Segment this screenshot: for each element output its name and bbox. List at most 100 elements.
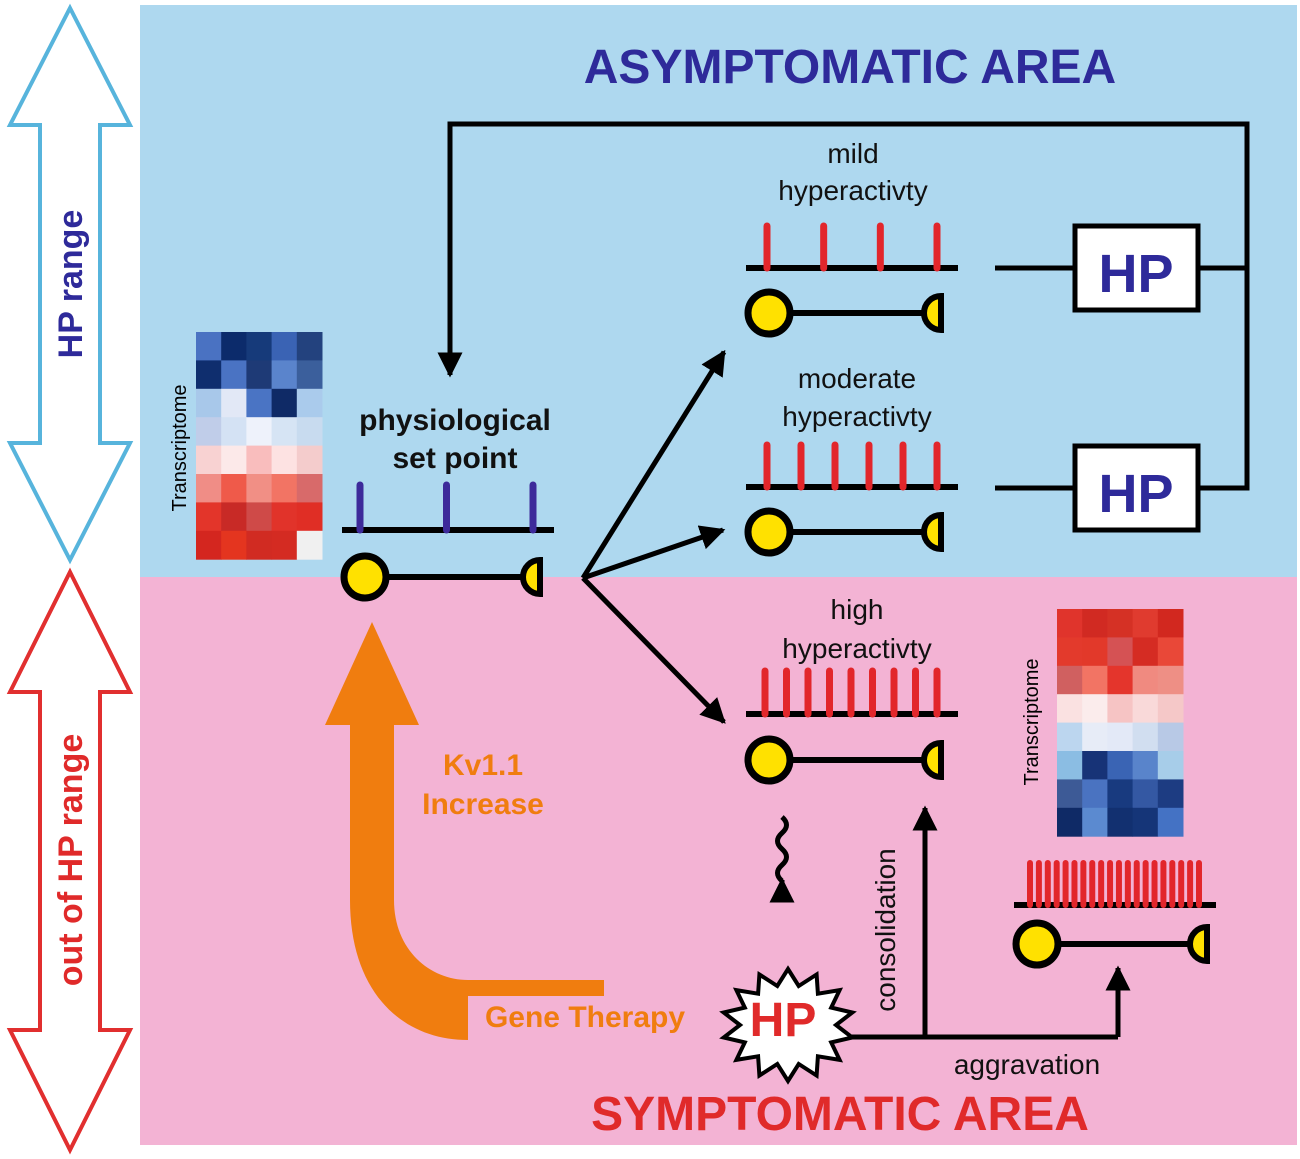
transcriptome-healthy-cell xyxy=(246,360,273,390)
gene-therapy-label: Gene Therapy xyxy=(485,1001,685,1034)
divergence-arrows xyxy=(580,349,727,724)
transcriptome-healthy-cell xyxy=(271,502,298,532)
transcriptome-healthy-cell xyxy=(271,530,298,560)
transcriptome-healthy-cell xyxy=(296,332,323,361)
consolidation-label: consolidation xyxy=(870,848,901,1011)
hp-feedback-loop xyxy=(437,121,1250,491)
moderate-hyperactivity-label: moderate xyxy=(798,363,916,394)
mild-hyperactivity-label: mild xyxy=(827,138,878,169)
arrow-to-high xyxy=(581,576,726,724)
transcriptome-healthy-cell xyxy=(196,445,222,475)
high-hyperactivity-label: high xyxy=(831,594,884,625)
transcriptome-healthy-cell xyxy=(221,530,247,560)
soma xyxy=(744,288,794,338)
transcriptome-heatmap-healthy xyxy=(196,332,323,560)
transcriptome-healthy-cell xyxy=(271,388,298,418)
neuron-high-hyperactivity xyxy=(744,667,958,785)
transcriptome-disease-cell xyxy=(1082,722,1108,752)
transcriptome-healthy-cell xyxy=(271,332,298,361)
squiggle-arrow xyxy=(769,815,795,903)
transcriptome-healthy-cell xyxy=(271,445,298,475)
soma xyxy=(1012,919,1062,969)
hp-box-moderate-label: HP xyxy=(1098,464,1173,524)
transcriptome-healthy-cell xyxy=(246,474,273,503)
mild-hyperactivity-label-line2: hyperactivty xyxy=(778,175,927,206)
kv11-increase-label: Kv1.1 xyxy=(443,749,523,782)
transcriptome-disease-cell xyxy=(1132,722,1159,752)
high-hyperactivity-label-line2: hyperactivty xyxy=(782,633,931,664)
hp-box-moderate xyxy=(1072,443,1201,533)
transcriptome-healthy-cell xyxy=(296,417,323,447)
kv11-increase-label-line2: Increase xyxy=(422,788,544,821)
transcriptome-disease-cell xyxy=(1132,779,1159,809)
transcriptome-healthy-cell xyxy=(246,332,273,361)
symptomatic-area-title: SYMPTOMATIC AREA xyxy=(591,1088,1089,1141)
soma xyxy=(744,735,794,785)
soma xyxy=(744,507,794,557)
transcriptome-disease-cell xyxy=(1082,609,1108,638)
transcriptome-healthy-cell xyxy=(271,474,298,503)
gene-therapy-arrow xyxy=(325,622,604,1040)
transcriptome-disease-cell xyxy=(1082,694,1108,724)
transcriptome-healthy-cell xyxy=(246,388,273,418)
transcriptome-disease-cell xyxy=(1157,807,1184,837)
asymptomatic-area-title: ASYMPTOMATIC AREA xyxy=(584,41,1116,94)
transcriptome-healthy-cell xyxy=(221,388,247,418)
transcriptome-healthy-cell xyxy=(296,530,323,560)
axon-terminal xyxy=(1187,923,1210,965)
transcriptome-healthy-cell xyxy=(196,474,222,503)
transcriptome-disease-cell xyxy=(1057,751,1083,780)
transcriptome-disease-cell xyxy=(1057,807,1083,837)
hp-box-mild xyxy=(1072,223,1201,313)
transcriptome-disease-cell xyxy=(1132,694,1159,724)
physiological-set-point-label-line2: set point xyxy=(393,442,518,475)
transcriptome-disease-cell xyxy=(1157,694,1184,724)
transcriptome-healthy-cell xyxy=(196,388,222,418)
transcriptome-healthy-cell xyxy=(196,332,222,361)
transcriptome-disease-cell xyxy=(1157,751,1184,780)
transcriptome-disease-cell xyxy=(1132,751,1159,780)
neuron-mild-hyperactivity xyxy=(744,222,958,338)
transcriptome-disease-cell xyxy=(1132,665,1159,695)
transcriptome-healthy-cell xyxy=(221,474,247,503)
transcriptome-disease-cell xyxy=(1082,637,1108,667)
transcriptome-disease-cell xyxy=(1057,722,1083,752)
transcriptome-heatmap-disease xyxy=(1057,609,1184,837)
transcriptome-healthy-cell xyxy=(296,474,323,503)
transcriptome-healthy-cell xyxy=(246,417,273,447)
transcriptome-disease-cell xyxy=(1082,751,1108,780)
out-of-hp-range-label: out of HP range xyxy=(52,734,90,987)
transcriptome-healthy-cell xyxy=(296,502,323,532)
transcriptome-disease-cell xyxy=(1157,779,1184,809)
neuron-aggravated-hyperactivity xyxy=(1012,860,1216,969)
axon-terminal xyxy=(520,556,543,598)
transcriptome-healthy-cell xyxy=(296,388,323,418)
gene-therapy-label-bg xyxy=(468,996,700,1040)
transcriptome-disease-cell xyxy=(1157,665,1184,695)
transcriptome-disease-cell xyxy=(1157,637,1184,667)
transcriptome-disease-cell xyxy=(1082,779,1108,809)
transcriptome-disease-cell xyxy=(1107,779,1134,809)
physiological-set-point-label: physiological xyxy=(359,404,551,437)
transcriptome-healthy-cell xyxy=(196,502,222,532)
neuron-moderate-hyperactivity xyxy=(744,441,958,557)
transcriptome-healthy-cell xyxy=(196,417,222,447)
transcriptome-healthy-cell xyxy=(296,445,323,475)
hp-range-label: HP range xyxy=(52,210,90,359)
axon-terminal xyxy=(921,511,944,553)
transcriptome-disease-cell xyxy=(1132,637,1159,667)
transcriptome-healthy-cell xyxy=(221,332,247,361)
transcriptome-disease-cell xyxy=(1107,665,1134,695)
transcriptome-healthy-cell xyxy=(271,417,298,447)
transcriptome-disease-cell xyxy=(1057,665,1083,695)
transcriptome-healthy-cell xyxy=(221,360,247,390)
transcriptome-disease-cell xyxy=(1057,779,1083,809)
transcriptome-healthy-cell xyxy=(196,530,222,560)
aggravation-label: aggravation xyxy=(954,1049,1100,1080)
transcriptome-disease-cell xyxy=(1107,807,1134,837)
hp-box-mild-label: HP xyxy=(1098,244,1173,304)
transcriptome-disease-cell xyxy=(1057,609,1083,638)
feedback-return-path xyxy=(437,121,1250,378)
soma xyxy=(340,552,390,602)
